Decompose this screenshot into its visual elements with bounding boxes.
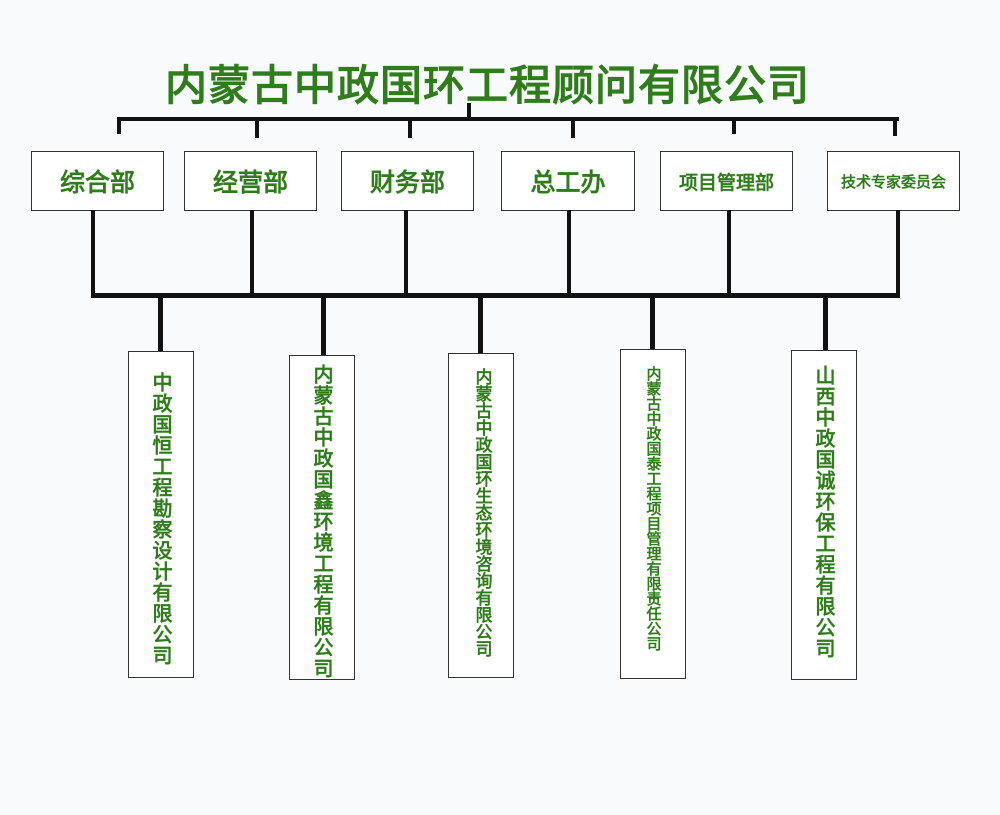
lower-bus-line bbox=[91, 293, 900, 298]
sub-drop-line-5 bbox=[823, 296, 828, 351]
company-title: 内蒙古中政国环工程顾问有限公司 bbox=[164, 61, 810, 110]
dept-down-line-3 bbox=[404, 210, 408, 298]
dept-down-line-2 bbox=[250, 210, 254, 298]
subsidiary-label: 山西中政国诚环保工程有限公司 bbox=[812, 365, 836, 659]
dept-drop-line-5 bbox=[732, 117, 736, 134]
title-stem-line bbox=[467, 103, 471, 119]
top-bus-line bbox=[117, 117, 899, 121]
dept-down-line-6 bbox=[896, 210, 900, 298]
sub-drop-line-2 bbox=[321, 296, 326, 356]
subsidiary-label: 中政国恒工程勘察设计有限公司 bbox=[149, 372, 173, 666]
sub-drop-line-3 bbox=[478, 296, 483, 354]
dept-drop-line-4 bbox=[571, 117, 575, 138]
subsidiary-label: 内蒙古中政国鑫环境工程有限公司 bbox=[310, 364, 334, 679]
subsidiary-box-1: 中政国恒工程勘察设计有限公司 bbox=[128, 351, 194, 678]
dept-drop-line-1 bbox=[117, 117, 121, 134]
subsidiary-box-5: 山西中政国诚环保工程有限公司 bbox=[791, 350, 857, 680]
dept-down-line-1 bbox=[91, 210, 95, 298]
subsidiary-label: 内蒙古中政国泰工程项目管理有限责任公司 bbox=[644, 366, 663, 651]
dept-drop-line-6 bbox=[893, 117, 897, 136]
subsidiary-box-3: 内蒙古中政国环生态环境咨询有限公司 bbox=[448, 353, 514, 678]
dept-box-finance: 财务部 bbox=[341, 151, 474, 211]
subsidiary-label: 内蒙古中政国环生态环境咨询有限公司 bbox=[471, 368, 492, 657]
dept-drop-line-2 bbox=[255, 117, 259, 138]
dept-box-general: 综合部 bbox=[31, 151, 164, 211]
dept-down-line-4 bbox=[567, 210, 571, 298]
sub-drop-line-1 bbox=[158, 296, 163, 352]
dept-box-expert-committee: 技术专家委员会 bbox=[827, 151, 960, 211]
dept-box-chief-engineer: 总工办 bbox=[501, 151, 635, 211]
sub-drop-line-4 bbox=[650, 296, 655, 350]
subsidiary-box-4: 内蒙古中政国泰工程项目管理有限责任公司 bbox=[620, 349, 686, 679]
dept-down-line-5 bbox=[727, 210, 731, 298]
dept-drop-line-3 bbox=[408, 117, 412, 138]
dept-box-business: 经营部 bbox=[184, 151, 317, 211]
subsidiary-box-2: 内蒙古中政国鑫环境工程有限公司 bbox=[289, 355, 355, 680]
dept-box-project-management: 项目管理部 bbox=[660, 151, 793, 211]
